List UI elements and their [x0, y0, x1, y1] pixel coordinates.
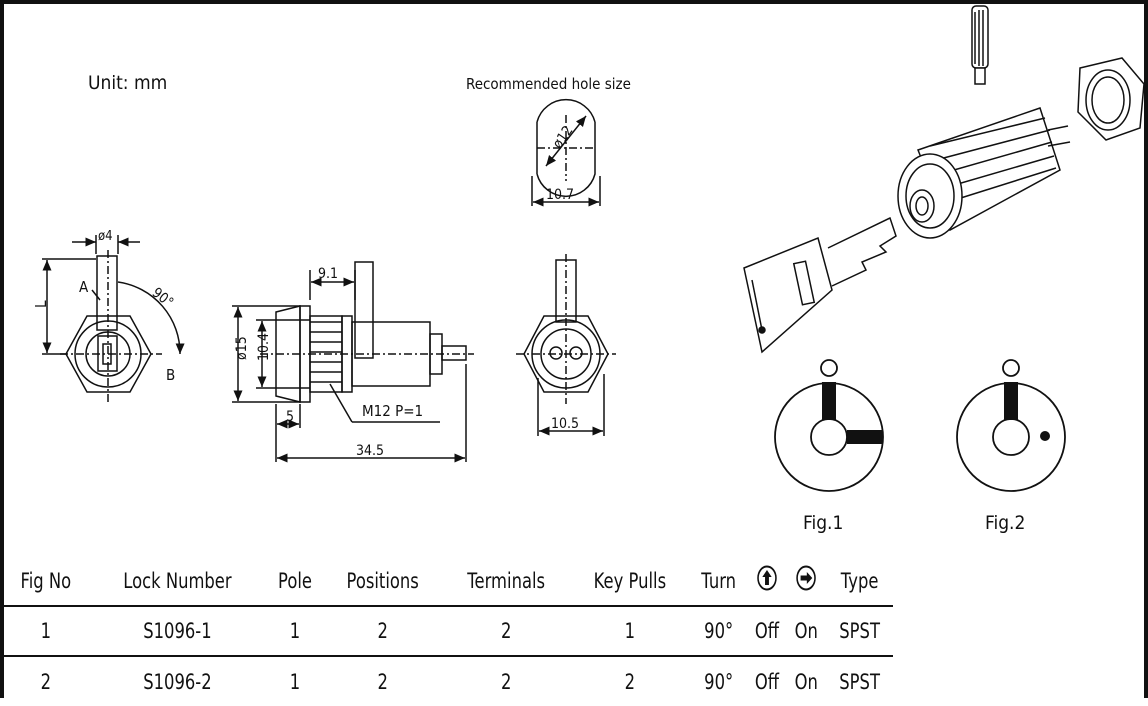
header-pole: Pole [272, 556, 317, 607]
header-positions: Positions [335, 556, 429, 607]
cell-positions: 2 [377, 669, 388, 694]
cell-right-position: On [794, 669, 819, 694]
profile-10-4-label: 10.4 [256, 333, 272, 361]
unit-label: Unit: mm [88, 72, 167, 94]
recommended-hole-diagram [531, 98, 601, 207]
hole-width-label: 10.7 [546, 187, 574, 203]
cell-up-position: Off [755, 669, 780, 694]
cell-pole: 1 [272, 606, 317, 657]
header-right-position [791, 556, 822, 607]
up-arrow-icon [757, 565, 778, 591]
header-key-pulls: Key Pulls [583, 556, 677, 607]
header-terminals: Terminals [456, 556, 557, 607]
cell-terminals: 2 [456, 606, 557, 657]
cell-fig-no: 2 [40, 669, 52, 694]
profile-5-label: 5 [286, 409, 294, 425]
table-row: 1 S1096-1 1 2 2 1 90° Off On SPST [4, 606, 893, 657]
fig2-switch-diagram [956, 359, 1066, 492]
header-turn: Turn [696, 556, 742, 607]
hole-title: Recommended hole size [466, 75, 631, 93]
side-a-label: A [79, 278, 89, 296]
exploded-lock-illustration [743, 5, 1145, 354]
cell-type: SPST [833, 606, 886, 657]
cell-turn: 90° [696, 606, 742, 657]
table-row: 2 S1096-2 1 2 2 2 90° Off On SPST [4, 656, 893, 706]
cell-pole: 1 [289, 669, 300, 694]
profile-d15-label: ø15 [234, 336, 250, 360]
rear-view [516, 254, 616, 436]
side-angle-label: 90° [149, 285, 176, 311]
right-arrow-icon [796, 565, 817, 591]
profile-34-5-label: 34.5 [356, 443, 384, 459]
side-b-label: B [166, 366, 175, 384]
cell-right-position: On [791, 606, 822, 657]
side-l-label: L [32, 300, 50, 308]
cell-key-pulls: 1 [583, 606, 677, 657]
table-header-row: Fig No Lock Number Pole Positions Termin… [4, 556, 893, 607]
cell-key-pulls: 2 [625, 669, 636, 694]
cell-up-position: Off [751, 606, 783, 657]
spec-table: Fig No Lock Number Pole Positions Termin… [4, 556, 893, 706]
header-up-position [751, 556, 783, 607]
cell-type: SPST [839, 669, 880, 694]
profile-9-1-label: 9.1 [318, 266, 338, 282]
cell-lock-number: S1096-1 [107, 606, 247, 657]
header-fig-no: Fig No [13, 556, 79, 607]
side-stem-label: ø4 [98, 229, 113, 244]
fig1-switch-diagram [774, 359, 884, 492]
profile-thread-label: M12 P=1 [362, 402, 423, 420]
cell-positions: 2 [335, 606, 429, 657]
cell-lock-number: S1096-2 [142, 669, 212, 694]
rear-10-5-label: 10.5 [551, 416, 579, 432]
fig2-label: Fig.2 [985, 512, 1025, 534]
fig1-label: Fig.1 [803, 512, 843, 534]
cell-terminals: 2 [500, 669, 512, 694]
header-type: Type [833, 556, 886, 607]
profile-view [232, 261, 474, 463]
cell-turn: 90° [704, 669, 734, 694]
header-lock-number: Lock Number [107, 556, 247, 607]
cell-fig-no: 1 [13, 606, 79, 657]
side-view [42, 235, 185, 402]
